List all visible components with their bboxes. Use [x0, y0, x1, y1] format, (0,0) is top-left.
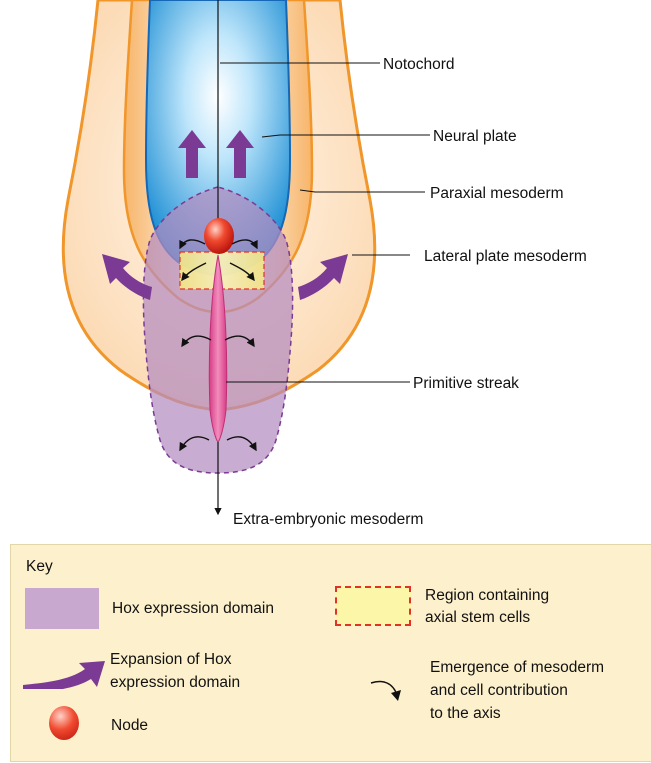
key-region-line1: Region containing — [425, 585, 549, 606]
label-extra-embryonic-mesoderm: Extra-embryonic mesoderm — [233, 511, 423, 528]
label-paraxial-mesoderm: Paraxial mesoderm — [430, 185, 564, 202]
key-emergence-line2: and cell contribution — [430, 680, 568, 701]
key-title: Key — [26, 556, 53, 577]
expansion-arrow-key-icon — [19, 645, 107, 689]
stem-region-swatch — [335, 586, 411, 626]
node — [204, 218, 234, 254]
key-emergence-line3: to the axis — [430, 703, 501, 724]
key-expansion-line1: Expansion of Hox — [110, 649, 232, 670]
label-neural-plate: Neural plate — [433, 128, 517, 145]
key-panel: Key Hox expression domain Region contain… — [10, 544, 651, 762]
node-key-icon — [49, 706, 79, 740]
label-primitive-streak: Primitive streak — [413, 375, 519, 392]
embryo-diagram: Notochord Neural plate Paraxial mesoderm… — [0, 0, 651, 530]
emergence-arrow-key-icon — [367, 677, 403, 703]
key-region-line2: axial stem cells — [425, 607, 530, 628]
key-node: Node — [111, 715, 148, 736]
label-notochord: Notochord — [383, 56, 455, 73]
key-hox-domain: Hox expression domain — [112, 598, 274, 619]
key-expansion-line2: expression domain — [110, 672, 240, 693]
key-emergence-line1: Emergence of mesoderm — [430, 657, 604, 678]
label-lateral-plate-mesoderm: Lateral plate mesoderm — [424, 248, 587, 265]
hox-domain-swatch — [25, 588, 99, 629]
